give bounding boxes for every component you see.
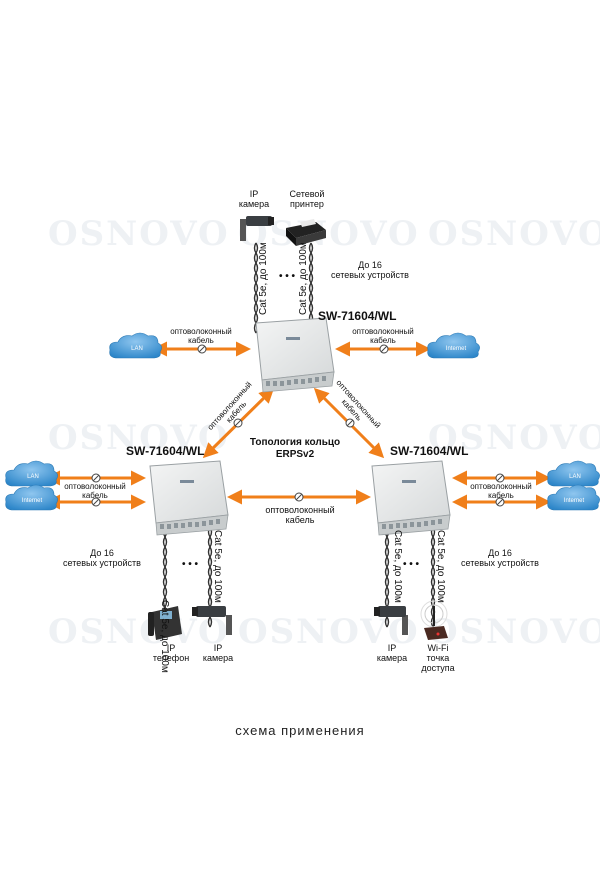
fiber-connector-icon [495,473,505,483]
fiber-connector-icons [91,344,505,507]
fiber-connector-icon [197,344,207,354]
watermark: OSNOVO [48,418,230,458]
cloud-lan-label: LAN [131,346,143,352]
ip-camera-icon [374,606,408,635]
cloud-internet-label: Internet [563,498,585,504]
cat-cable-label: Cat 5e, до 100м [298,242,309,315]
diagram-caption: схема применения [235,723,365,738]
twisted-cable-icon [253,242,259,334]
printer-icon [286,219,326,246]
cloud-lan-label: LAN [27,474,39,480]
twisted-cable-icon [253,242,259,334]
ip-phone-icon [148,606,182,640]
cloud-lan-label: LAN [569,474,581,480]
twisted-cable-icon [308,242,314,334]
switch-top-icon [255,317,335,393]
cloud-lan-icon [109,332,162,359]
fiber-connector-icon [495,497,505,507]
ellipsis: • • • [402,559,420,570]
ip-camera-icon [192,606,232,635]
fiber-connector-icon [233,418,243,428]
watermark: OSNOVO [48,214,230,254]
cloud-internet-icon [427,332,480,359]
wifi-access-point-icon [420,600,448,640]
ellipsis: • • • [181,559,199,570]
ellipsis: • • • [278,271,296,282]
fiber-connector-icon [294,492,304,502]
cloud-internet-label: Internet [21,498,43,504]
cloud-icons [5,332,600,511]
watermark: OSNOVO [428,418,600,458]
switch-right-icon [371,460,451,536]
cat-cable-label: Cat 5e, до 100м [392,530,403,603]
watermark: OSNOVO [428,612,600,652]
watermark: OSNOVO [48,612,230,652]
fiber-connector-icon [379,344,389,354]
switch-top-title: SW-71604/WL [318,309,397,323]
cloud-internet-icon [5,484,58,511]
switch-icons [149,317,451,536]
cloud-lan-icon [5,460,58,487]
cloud-internet-icon [547,484,600,511]
fiber-connector-icon [345,418,355,428]
switch-left-icon [149,460,229,536]
switch-left-title: SW-71604/WL [126,444,205,458]
cat-cable-label: Cat 5e, до 100м [435,530,446,603]
twisted-cable-icon [430,526,436,628]
fiber-connector-icon [91,473,101,483]
device-icons [148,216,448,640]
ip-camera-icon [240,216,274,241]
cloud-lan-icon [547,460,600,487]
fiber-connector-icon [91,497,101,507]
cat-cable-label: Cat 5e, до 100м [258,242,269,315]
switch-right-title: SW-71604/WL [390,444,469,458]
watermark: OSNOVO [428,214,600,254]
cloud-internet-label: Internet [445,346,467,352]
cat-cable-label: Cat 5e, до 100м [212,530,223,603]
twisted-cable-icon [308,242,314,334]
